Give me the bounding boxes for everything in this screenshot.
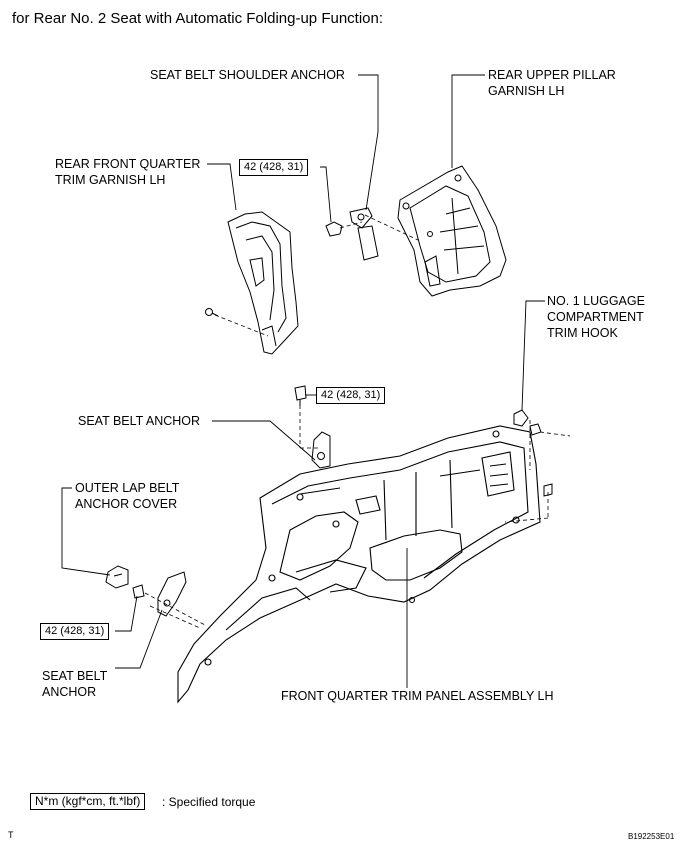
label-luggage-hook-line1: NO. 1 LUGGAGE [547,294,645,308]
dashed-lines [144,214,571,629]
label-rear-upper-pillar-garnish-line1: REAR UPPER PILLAR [488,68,616,82]
label-outer-lap-belt-line1: OUTER LAP BELT [75,481,180,495]
footer-left-code: T [8,830,14,840]
label-rear-upper-pillar-garnish-line2: GARNISH LH [488,84,565,98]
luggage-hook-clips [513,409,553,497]
torque-box-seat-belt-anchor: 42 (428, 31) [316,387,386,404]
label-rear-front-quarter-line2: TRIM GARNISH LH [55,173,166,187]
footer-right-code: B192253E01 [628,832,675,841]
torque-box-shoulder-anchor: 42 (428, 31) [239,159,309,176]
label-seat-belt-anchor-lower-line2: ANCHOR [42,685,97,699]
label-outer-lap-belt-line2: ANCHOR COVER [75,497,178,511]
rear-front-quarter-trim-garnish [227,211,299,355]
label-seat-belt-anchor-lower-line1: SEAT BELT [42,669,108,683]
torque-box-lower-anchor: 42 (428, 31) [40,623,110,640]
label-front-quarter-trim-panel: FRONT QUARTER TRIM PANEL ASSEMBLY LH [281,689,554,703]
seat-belt-anchor-bracket [311,431,331,469]
torque-unit-legend-box: N*m (kgf*cm, ft.*lbf) [30,793,146,810]
torque-unit-legend-text: : Specified torque [162,795,256,809]
page-heading: for Rear No. 2 Seat with Automatic Foldi… [12,10,384,27]
seat-belt-anchor-bolt [294,385,307,406]
lower-seat-belt-anchor [157,571,187,617]
seat-belt-shoulder-anchor [349,207,379,261]
outer-lap-belt-anchor-cover [105,565,129,589]
garnish-screw [205,308,219,317]
shoulder-anchor-bolt [325,221,343,237]
rear-upper-pillar-garnish [397,165,507,297]
label-rear-front-quarter-line1: REAR FRONT QUARTER [55,157,201,171]
label-seat-belt-anchor-upper: SEAT BELT ANCHOR [78,414,201,428]
front-quarter-trim-panel [177,425,541,704]
label-luggage-hook-line3: TRIM HOOK [547,326,618,340]
lower-anchor-bolt [132,584,145,599]
label-seat-belt-shoulder-anchor: SEAT BELT SHOULDER ANCHOR [150,68,345,82]
label-luggage-hook-line2: COMPARTMENT [547,310,644,324]
